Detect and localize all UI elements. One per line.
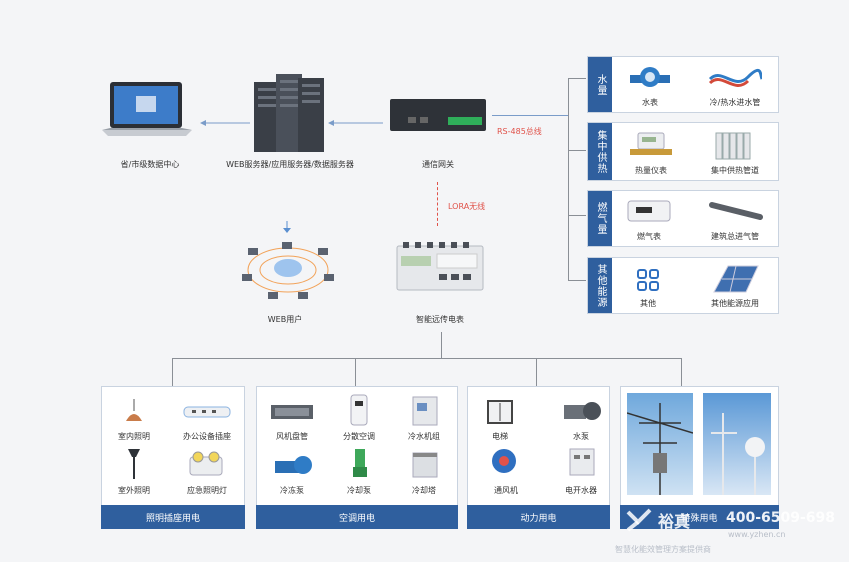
- brand-slogan: 智慧化能效管理方案提供商: [615, 545, 711, 554]
- street-lamp-icon: [126, 447, 142, 483]
- group-item: 风机盘管: [276, 432, 308, 441]
- servers-label: WEB服务器/应用服务器/数据服务器: [226, 160, 354, 169]
- panel-tab: 集中供热: [588, 123, 612, 180]
- antenna-photo: [703, 393, 771, 495]
- group-item: 冷却泵: [347, 486, 371, 495]
- rs485-label: RS-485总线: [497, 127, 542, 136]
- group-lighting: 室内照明 办公设备插座 室外照明 应急照明灯 照明插座用电: [101, 386, 245, 529]
- emergency-light-icon: [188, 449, 224, 481]
- bus-tick-1: [568, 78, 586, 79]
- meter-label: 智能远传电表: [416, 315, 464, 324]
- panel-heating: 集中供热 热量仪表 集中供热管道: [587, 122, 779, 181]
- brand-logo-icon: [622, 506, 656, 536]
- tree-drop-1: [172, 358, 173, 386]
- elevator-icon: [486, 399, 514, 429]
- group-item: 办公设备插座: [183, 432, 231, 441]
- group-special: 特殊用电: [620, 386, 779, 529]
- pipe-icon: [708, 65, 764, 95]
- group-item: 冷冻泵: [280, 486, 304, 495]
- panel-tab: 其他能源: [588, 258, 612, 313]
- chilled-pump-icon: [273, 451, 313, 481]
- tree-drop-3: [536, 358, 537, 386]
- heat-meter-icon: [628, 131, 674, 163]
- group-item: 应急照明灯: [187, 486, 227, 495]
- gas-pipe-icon: [708, 201, 764, 225]
- chiller-icon: [411, 395, 439, 431]
- panel-item: 其他能源应用: [711, 299, 759, 308]
- group-item: 水泵: [573, 432, 589, 441]
- group-item: 电开水器: [565, 486, 597, 495]
- arrow-to-servers: [328, 112, 383, 126]
- bus-tick-4: [568, 280, 586, 281]
- panel-gas: 燃气量 燃气表 建筑总进气管: [587, 190, 779, 247]
- grid-icon: [636, 268, 660, 296]
- panel-item: 燃气表: [637, 232, 661, 241]
- tree-stem: [441, 332, 442, 358]
- ceiling-lamp-icon: [124, 399, 144, 429]
- tree-drop-2: [355, 358, 356, 386]
- group-footer: 动力用电: [467, 505, 610, 529]
- tree-drop-4: [681, 358, 682, 386]
- meter-icon: [395, 240, 485, 296]
- panel-other: 其他能源 其他 其他能源应用: [587, 257, 779, 314]
- web-users-icon: [238, 238, 338, 304]
- power-tower-photo: [626, 393, 694, 495]
- gateway-icon: [388, 95, 488, 135]
- servers-icon: [250, 70, 328, 154]
- group-item: 冷水机组: [408, 432, 440, 441]
- panel-item: 建筑总进气管: [711, 232, 759, 241]
- panel-item: 集中供热管道: [711, 166, 759, 175]
- group-power: 电梯 水泵 通风机 电开水器 动力用电: [467, 386, 610, 529]
- group-footer: 特殊用电: [620, 505, 779, 529]
- group-item: 分散空调: [343, 432, 375, 441]
- panel-item: 其他: [640, 299, 656, 308]
- tree-bar: [172, 358, 681, 359]
- bus-vertical: [568, 78, 569, 280]
- panel-tab: 燃气量: [588, 191, 612, 246]
- down-arrow-icon: [283, 218, 291, 233]
- group-item: 通风机: [494, 486, 518, 495]
- gas-meter-icon: [626, 199, 672, 227]
- group-footer: 空调用电: [256, 505, 458, 529]
- bus-horizontal: [492, 115, 568, 116]
- group-item: 电梯: [492, 432, 508, 441]
- arrow-to-laptop: [200, 112, 250, 126]
- group-item: 室内照明: [118, 432, 150, 441]
- panel-item: 热量仪表: [635, 166, 667, 175]
- group-item: 室外照明: [118, 486, 150, 495]
- brand-name: 裕真: [658, 512, 691, 531]
- panel-item: 冷/热水进水管: [709, 98, 761, 107]
- bus-tick-2: [568, 150, 586, 151]
- panel-tab: 水量: [588, 57, 612, 112]
- brand-phone: 400-6509-698: [726, 510, 836, 526]
- water-heater-icon: [568, 447, 596, 481]
- lora-link: [437, 182, 440, 226]
- center-label: 省/市级数据中心: [120, 160, 180, 169]
- water-meter-icon: [628, 63, 672, 97]
- group-item: 冷却塔: [412, 486, 436, 495]
- laptop-icon: [100, 78, 195, 140]
- panel-item: 水表: [642, 98, 658, 107]
- web-user-label: WEB用户: [267, 315, 303, 324]
- cooling-tower-icon: [411, 449, 439, 483]
- split-ac-icon: [349, 393, 369, 431]
- solar-panel-icon: [710, 264, 760, 298]
- lora-label: LORA无线: [448, 202, 486, 211]
- water-pump-icon: [562, 397, 602, 429]
- radiator-icon: [714, 131, 754, 165]
- group-footer: 照明插座用电: [101, 505, 245, 529]
- gateway-label: 通信网关: [422, 160, 454, 169]
- brand-site: www.yzhen.cn: [728, 530, 786, 539]
- ventilator-icon: [490, 447, 518, 479]
- bus-tick-3: [568, 215, 586, 216]
- panel-water: 水量 水表 冷/热水进水管: [587, 56, 779, 113]
- group-aircon: 风机盘管 分散空调 冷水机组 冷冻泵 冷却泵 冷却塔 空调用电: [256, 386, 458, 529]
- power-strip-icon: [182, 401, 232, 425]
- fan-coil-icon: [269, 401, 315, 427]
- cooling-pump-icon: [351, 447, 369, 485]
